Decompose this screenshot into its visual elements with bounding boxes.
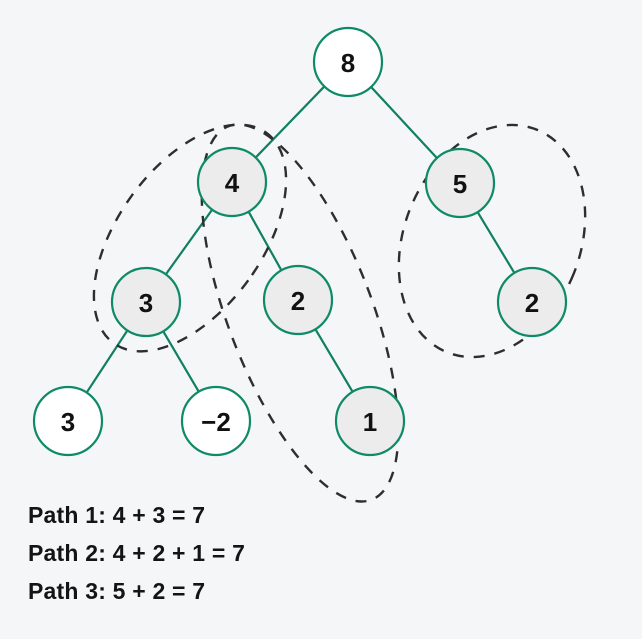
node-circle bbox=[32, 385, 104, 457]
tree-edge bbox=[476, 210, 516, 275]
tree-edge bbox=[369, 85, 439, 160]
path-sum-legend: Path 1: 4 + 3 = 7 Path 2: 4 + 2 + 1 = 7 … bbox=[28, 496, 588, 610]
node-value-label: 2 bbox=[525, 288, 539, 318]
tree-edge bbox=[247, 210, 283, 272]
legend-line-path-2: Path 2: 4 + 2 + 1 = 7 bbox=[28, 540, 246, 566]
node-value-label: 3 bbox=[61, 407, 75, 437]
legend-line-path-1: Path 1: 4 + 3 = 7 bbox=[28, 502, 206, 528]
ellipse-path-3 bbox=[397, 123, 587, 359]
ellipse-path-2 bbox=[200, 123, 400, 503]
node-value-label: 1 bbox=[363, 407, 377, 437]
node-value-label: 8 bbox=[341, 48, 355, 78]
node-value-label: −2 bbox=[201, 407, 231, 437]
tree-edge bbox=[85, 329, 129, 394]
legend-line-path-3: Path 3: 5 + 2 = 7 bbox=[28, 578, 206, 604]
tree-edge bbox=[162, 330, 200, 393]
tree-node[interactable]: 3 bbox=[110, 266, 182, 338]
node-circle bbox=[196, 146, 268, 218]
node-circle bbox=[312, 26, 384, 98]
tree-edge bbox=[314, 328, 354, 393]
tree-node[interactable]: 5 bbox=[424, 147, 496, 219]
tree-node[interactable]: 3 bbox=[32, 385, 104, 457]
node-value-label: 5 bbox=[453, 169, 467, 199]
node-circle bbox=[334, 385, 406, 457]
node-value-label: 4 bbox=[225, 168, 240, 198]
node-circle bbox=[424, 147, 496, 219]
tree-node[interactable]: 8 bbox=[312, 26, 384, 98]
node-circle bbox=[110, 266, 182, 338]
tree-node[interactable]: −2 bbox=[180, 385, 252, 457]
tree-node[interactable]: 2 bbox=[262, 264, 334, 336]
node-circle bbox=[262, 264, 334, 336]
node-value-label: 2 bbox=[291, 286, 305, 316]
node-circle bbox=[180, 385, 252, 457]
tree-edge bbox=[254, 85, 326, 159]
tree-node[interactable]: 1 bbox=[334, 385, 406, 457]
tree-nodes: 8 4 5 3 2 2 3 −2 1 bbox=[32, 26, 568, 457]
tree-edges bbox=[85, 85, 516, 394]
ellipse-path-1 bbox=[92, 123, 288, 353]
tree-edge bbox=[164, 208, 214, 276]
node-circle bbox=[496, 266, 568, 338]
tree-node[interactable]: 2 bbox=[496, 266, 568, 338]
node-value-label: 3 bbox=[139, 288, 153, 318]
tree-node[interactable]: 4 bbox=[196, 146, 268, 218]
